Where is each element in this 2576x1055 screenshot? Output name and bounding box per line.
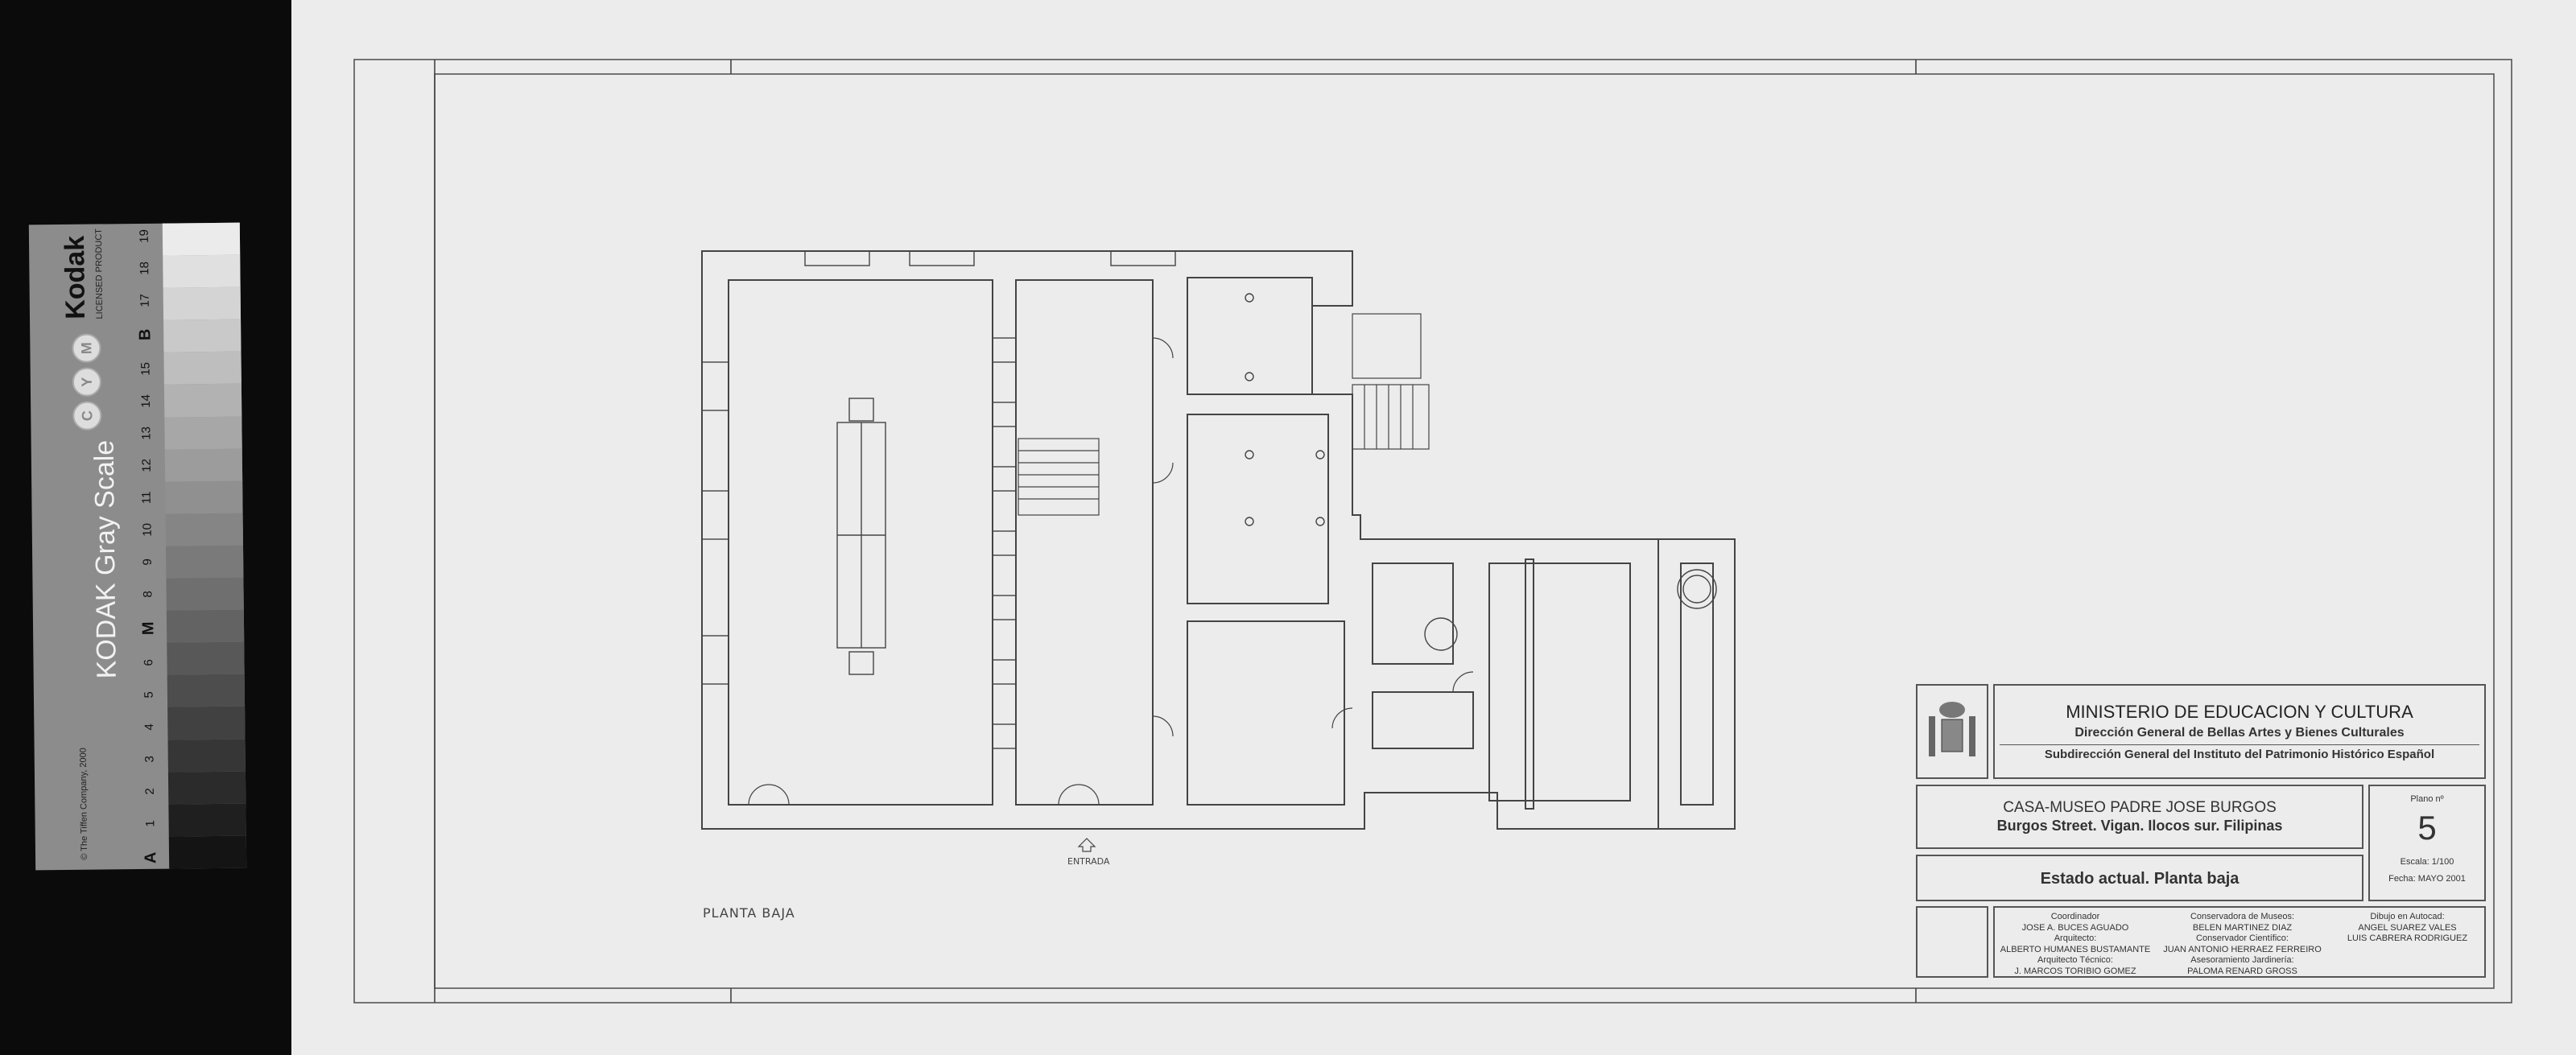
sheet-title-box: Estado actual. Planta baja [1916, 855, 2363, 901]
project-address: Burgos Street. Vigan. Ilocos sur. Filipi… [1996, 817, 2283, 834]
credit-line: Asesoramiento Jardinería: [2190, 955, 2294, 965]
sheet-frame [353, 59, 2512, 1003]
project-box: CASA-MUSEO PADRE JOSE BURGOS Burgos Stre… [1916, 785, 2363, 849]
plano-label: Plano nº [2410, 794, 2444, 804]
sheet-title: Estado actual. Planta baja [2040, 870, 2240, 888]
credit-line: Dibujo en Autocad: [2370, 912, 2445, 921]
blank-box [1916, 906, 1988, 978]
credit-line: LUIS CABRERA RODRIGUEZ [2347, 933, 2468, 943]
plan-label: PLANTA BAJA [703, 905, 795, 921]
plano-number: 5 [2417, 808, 2437, 847]
date-text: Fecha: MAYO 2001 [2388, 874, 2466, 884]
credit-line: ANGEL SUAREZ VALES [2358, 922, 2457, 933]
drawing-sheet [291, 0, 2576, 1055]
credit-line: JOSE A. BUCES AGUADO [2021, 922, 2129, 933]
credits-column-1: Coordinador JOSE A. BUCES AGUADO Arquite… [1995, 912, 2156, 977]
credit-line: Conservador Científico: [2196, 933, 2289, 943]
doors [748, 337, 1474, 806]
plano-box: Plano nº 5 Escala: 1/100 Fecha: MAYO 200… [2368, 785, 2486, 901]
credit-line: JUAN ANTONIO HERRAEZ FERREIRO [2163, 944, 2322, 954]
ministry-name: MINISTERIO DE EDUCACION Y CULTURA [2066, 702, 2413, 722]
ministry-box: MINISTERIO DE EDUCACION Y CULTURA Direcc… [1993, 684, 2486, 779]
credit-line: Coordinador [2050, 912, 2100, 921]
credit-line: Arquitecto Técnico: [2037, 955, 2113, 965]
building-walls [701, 250, 1736, 830]
credits-box: Coordinador JOSE A. BUCES AGUADO Arquite… [1993, 906, 2486, 978]
credits-column-2: Conservadora de Museos: BELEN MARTINEZ D… [2156, 912, 2329, 977]
coat-of-arms-icon [1929, 702, 1975, 756]
credit-line: ALBERTO HUMANES BUSTAMANTE [2000, 944, 2151, 954]
coat-of-arms-box [1916, 684, 1988, 779]
credit-line: BELEN MARTINEZ DIAZ [2192, 922, 2293, 933]
direction-name: Dirección General de Bellas Artes y Bien… [2074, 726, 2405, 740]
credit-line: Conservadora de Museos: [2190, 912, 2294, 921]
credits-column-3: Dibujo en Autocad: ANGEL SUAREZ VALES LU… [2329, 912, 2486, 945]
credit-line: Arquitecto: [2054, 933, 2097, 943]
project-name: CASA-MUSEO PADRE JOSE BURGOS [2003, 799, 2277, 816]
subdirection-name: Subdirección General del Instituto del P… [2000, 744, 2479, 762]
stairs [1018, 313, 1430, 516]
credit-line: PALOMA RENARD GROSS [2187, 966, 2297, 976]
entrance-label: ENTRADA [1067, 856, 1110, 867]
entrance-arrow-icon [1077, 838, 1096, 852]
wall-pilasters [701, 250, 1176, 749]
columns [1245, 293, 1717, 651]
scale-text: Escala: 1/100 [2400, 856, 2454, 867]
credit-line: J. MARCOS TORIBIO GOMEZ [2014, 966, 2136, 976]
central-table [836, 398, 886, 675]
